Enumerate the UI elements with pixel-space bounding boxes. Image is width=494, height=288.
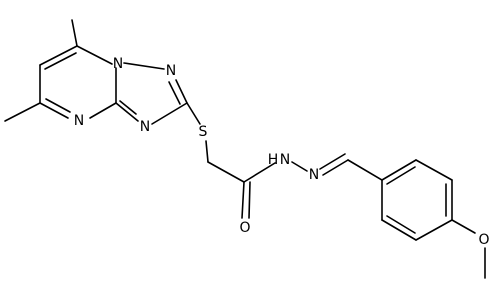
bond-ar-5-double [386,215,416,234]
bond-c2-s [186,102,201,125]
atom-label-n-imine: N [309,167,319,183]
bond-ar-1 [381,159,417,181]
atom-label-n-pyrimidine: N [74,113,84,129]
bond-n-bridge-c7 [76,45,113,65]
atom-labels: N N N N S N H N O O [74,56,490,248]
bond-n-ch [322,159,349,176]
atom-label-n-bridgehead: N [113,56,123,72]
atom-label-o-carbonyl: O [239,220,250,236]
bond-nh-n [291,161,308,172]
bond-c2-n3 [151,102,188,125]
bond-n1-c2-double [168,81,181,105]
atom-label-sulfur: S [199,124,208,140]
bond-methyl-top [71,19,78,47]
bond-n4-c3a [89,102,117,119]
bond-n-ch-double [319,153,346,170]
atom-label-n-amide: N [280,152,290,168]
bond-c5-n4 [39,102,69,119]
bond-ar-4 [415,219,453,241]
bond-ar-2 [415,159,453,181]
bond-c7-c6-double [44,52,77,70]
bond-n-bridge-n1 [123,62,165,70]
atom-label-n-triazole-bottom: N [140,119,150,135]
atom-label-o-methoxy: O [478,232,489,248]
bond-c-o [241,181,245,219]
bond-s-ch2 [205,140,209,163]
bond-n1-c2 [175,79,188,104]
bonds [4,19,486,279]
bond-n3-c3a [115,102,139,122]
atom-label-h-amide: H [268,152,279,168]
bond-carbonyl-nh [243,162,276,183]
bond-c7-c6 [39,45,78,66]
bond-ch2-carbonyl [207,161,245,183]
bond-ch-aryl [347,159,383,181]
bond-c5-n4-double [45,98,71,113]
bond-ar-5 [381,219,417,241]
bond-ar-1-double [386,166,416,185]
atom-label-n-triazole-top: N [166,63,176,79]
bond-n3-c3a-double [119,100,137,115]
bond-c5-methyl [4,102,41,122]
bond-c-o-double [248,181,251,219]
bond-ar-o [451,219,476,234]
